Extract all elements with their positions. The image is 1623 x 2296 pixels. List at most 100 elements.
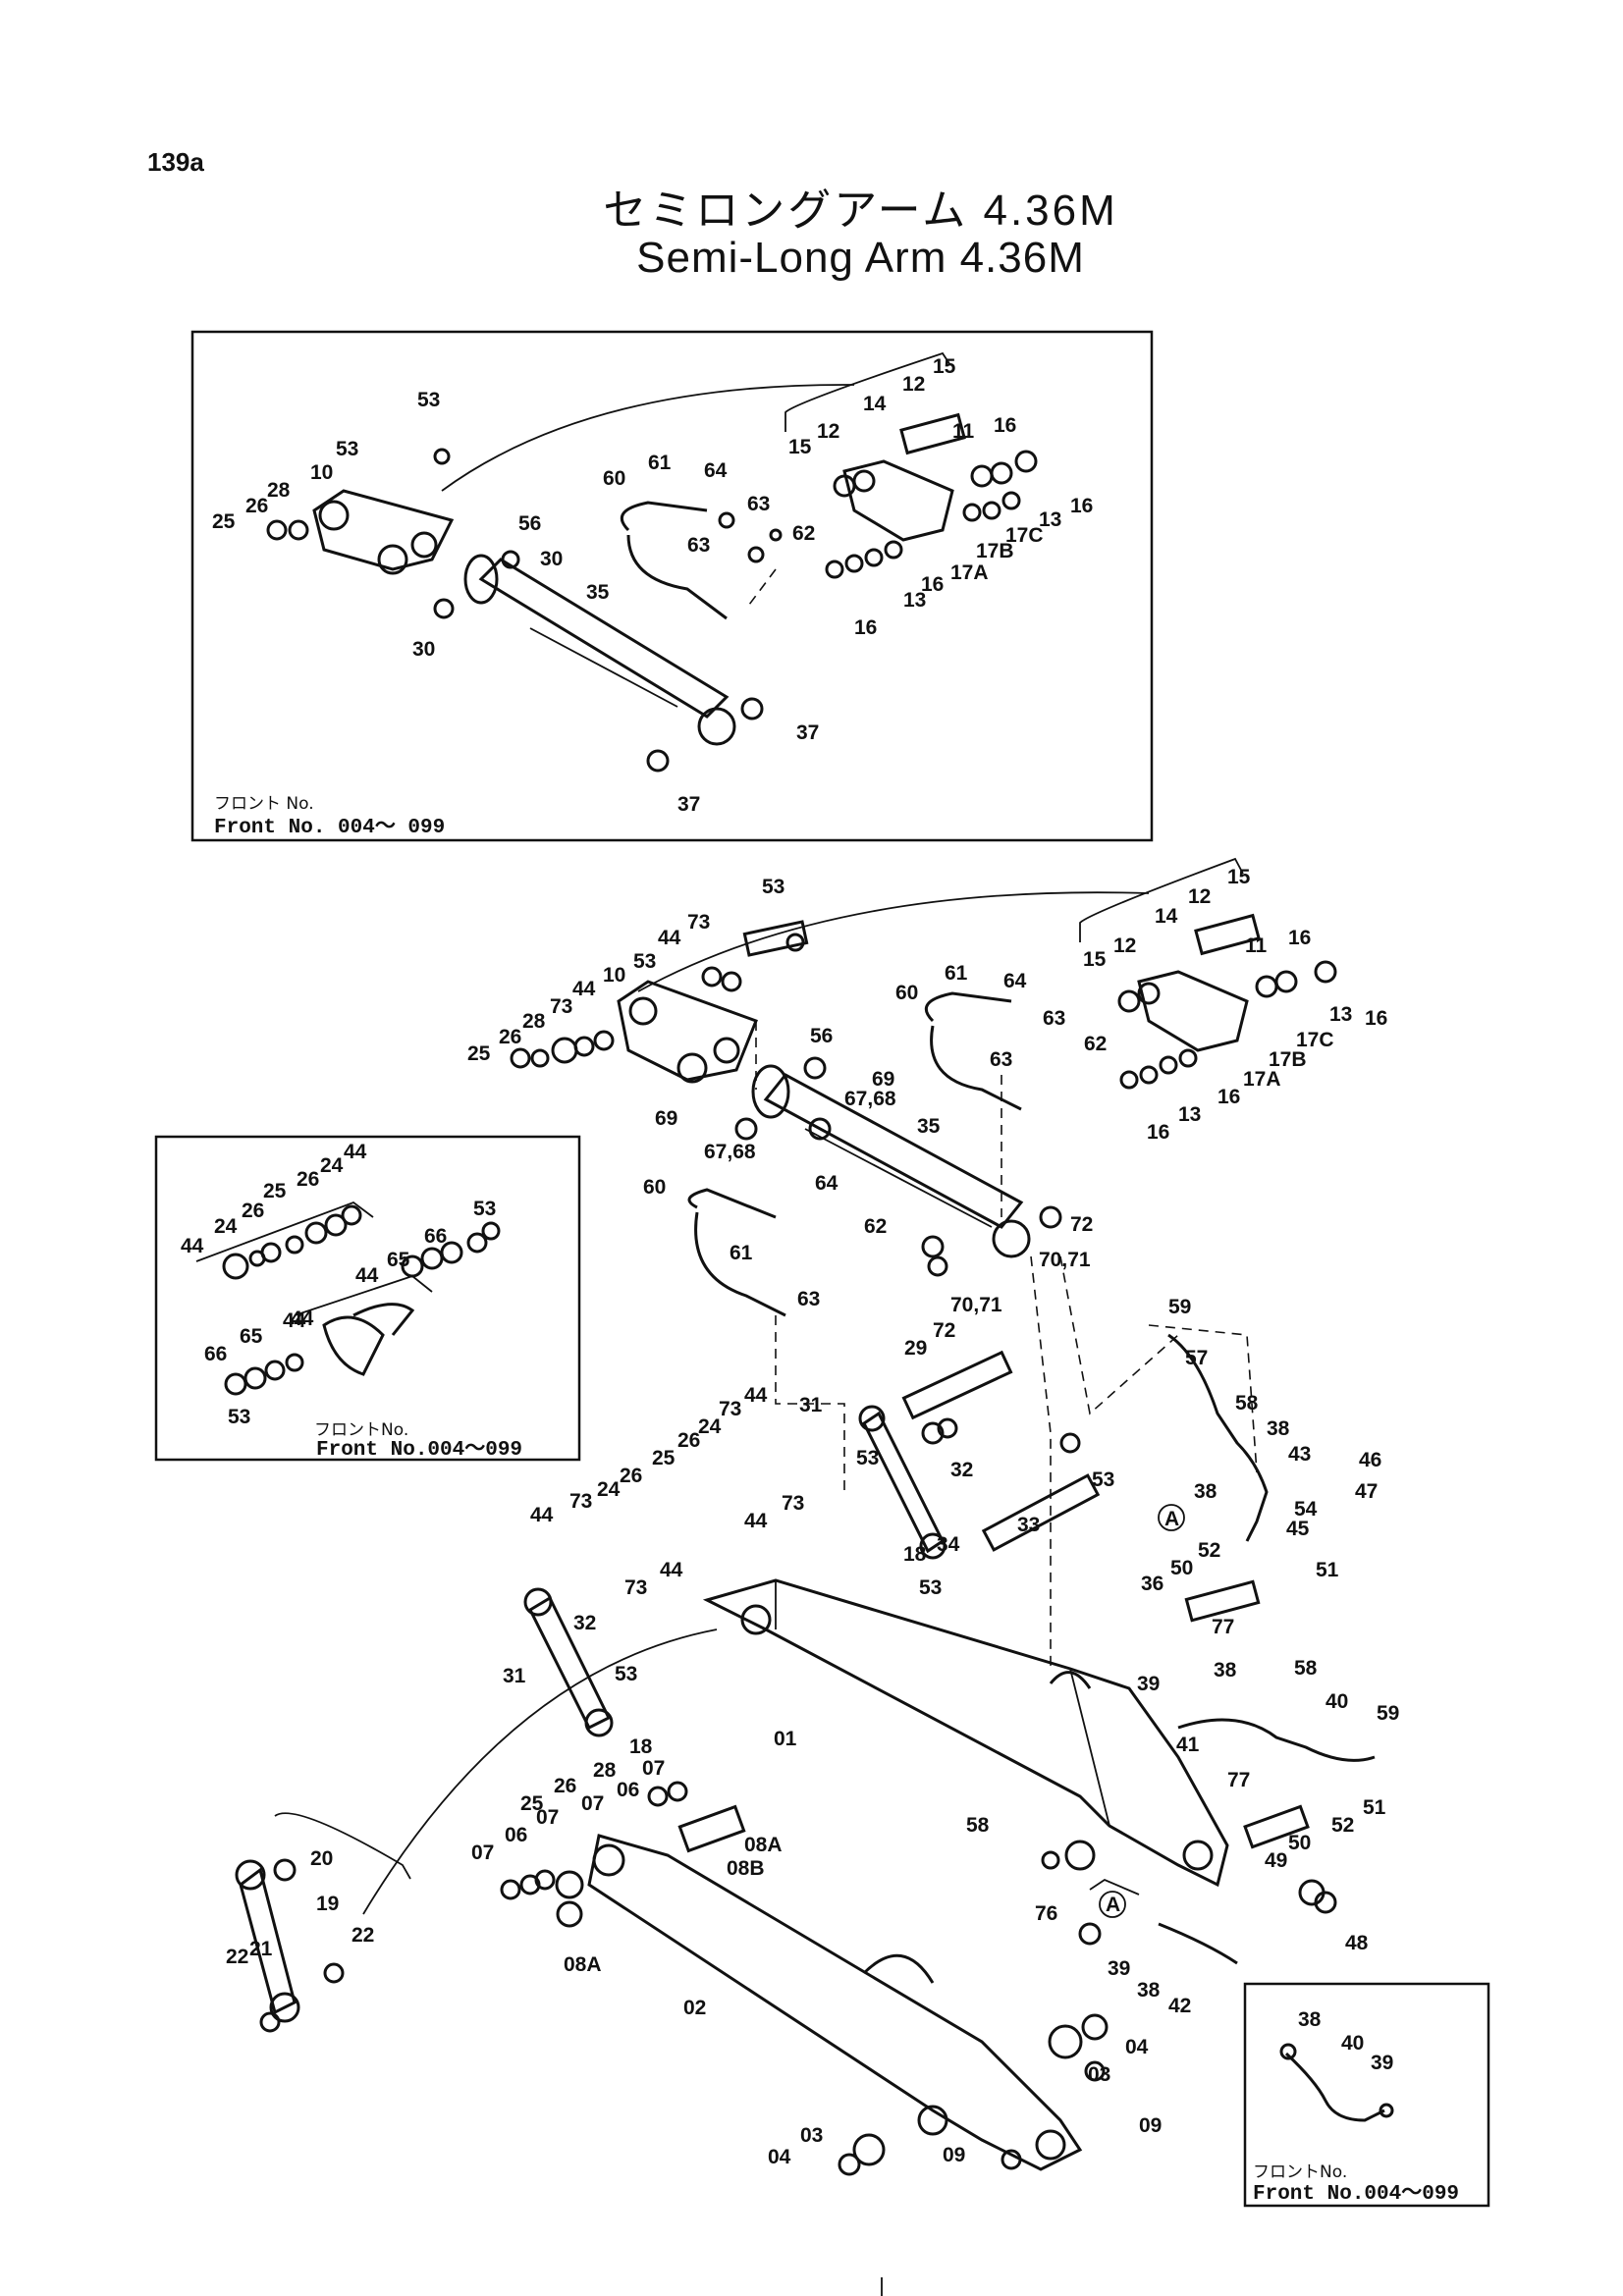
svg-text:06: 06 — [617, 1779, 639, 1801]
svg-text:28: 28 — [267, 479, 291, 502]
svg-text:17A: 17A — [950, 561, 989, 584]
svg-text:49: 49 — [1265, 1849, 1287, 1872]
svg-text:69: 69 — [655, 1107, 677, 1130]
svg-text:60: 60 — [603, 467, 625, 490]
svg-text:18: 18 — [903, 1543, 927, 1566]
svg-text:45: 45 — [1286, 1518, 1310, 1540]
svg-text:09: 09 — [1139, 2114, 1162, 2137]
hose-57 — [1167, 1333, 1269, 1542]
title-english: Semi-Long Arm 4.36M — [636, 234, 1085, 282]
svg-text:56: 56 — [518, 512, 541, 535]
inset-top-note-ja: フロント No. — [214, 794, 314, 814]
svg-text:44: 44 — [660, 1559, 683, 1581]
bushing-08B — [677, 1804, 746, 1853]
svg-text:12: 12 — [1188, 885, 1211, 908]
svg-text:10: 10 — [310, 461, 333, 484]
svg-text:04: 04 — [768, 2146, 791, 2168]
svg-text:16: 16 — [921, 573, 944, 596]
svg-text:77: 77 — [1212, 1616, 1234, 1638]
svg-text:53: 53 — [228, 1406, 250, 1428]
svg-text:59: 59 — [1377, 1702, 1399, 1725]
svg-text:16: 16 — [1070, 495, 1093, 517]
svg-text:17B: 17B — [1269, 1048, 1307, 1071]
svg-text:35: 35 — [586, 581, 610, 604]
svg-text:65: 65 — [240, 1325, 263, 1348]
svg-text:26: 26 — [242, 1200, 264, 1222]
link-10 — [312, 489, 455, 571]
page-number: 139a — [147, 147, 204, 177]
main-cylinder-35 — [763, 1073, 1024, 1229]
svg-text:25: 25 — [212, 510, 236, 533]
svg-text:12: 12 — [902, 373, 925, 396]
pin-33 — [981, 1473, 1101, 1552]
inset-left-frame — [154, 1135, 581, 1462]
svg-text:44: 44 — [744, 1384, 768, 1407]
svg-text:50: 50 — [1170, 1557, 1193, 1579]
svg-text:73: 73 — [569, 1490, 592, 1513]
svg-text:44: 44 — [572, 978, 596, 1000]
svg-text:53: 53 — [762, 876, 784, 898]
title-japanese: セミロングアーム 4.36M — [603, 187, 1118, 235]
svg-text:64: 64 — [815, 1172, 839, 1195]
svg-text:73: 73 — [687, 911, 710, 934]
inset-br-note-en: Front No.004～099 — [1253, 2183, 1459, 2206]
svg-text:38: 38 — [1298, 2008, 1322, 2031]
svg-text:63: 63 — [990, 1048, 1012, 1071]
svg-text:32: 32 — [573, 1612, 596, 1634]
svg-text:39: 39 — [1108, 1957, 1130, 1980]
svg-text:26: 26 — [245, 495, 268, 517]
svg-text:38: 38 — [1267, 1417, 1290, 1440]
svg-text:63: 63 — [747, 493, 770, 515]
svg-text:09: 09 — [943, 2144, 965, 2166]
svg-text:52: 52 — [1198, 1539, 1220, 1562]
svg-text:10: 10 — [603, 964, 625, 987]
svg-text:14: 14 — [1155, 905, 1178, 928]
svg-text:60: 60 — [895, 982, 918, 1004]
marker-a-1-label: A — [1164, 1508, 1179, 1530]
svg-text:31: 31 — [799, 1394, 823, 1416]
arm-02 — [587, 1834, 1083, 2171]
svg-text:52: 52 — [1331, 1814, 1354, 1837]
svg-text:72: 72 — [933, 1319, 955, 1342]
svg-text:44: 44 — [530, 1504, 554, 1526]
svg-text:24: 24 — [320, 1154, 344, 1177]
svg-text:08A: 08A — [744, 1834, 783, 1856]
svg-text:11: 11 — [952, 420, 975, 443]
hose-60 — [620, 501, 728, 620]
svg-text:36: 36 — [1141, 1573, 1163, 1595]
svg-text:24: 24 — [698, 1415, 722, 1438]
svg-text:70,71: 70,71 — [1039, 1249, 1091, 1271]
inset-left-note-ja: フロントNo. — [314, 1420, 408, 1440]
svg-text:40: 40 — [1325, 1690, 1348, 1713]
svg-text:26: 26 — [297, 1168, 319, 1191]
svg-text:69: 69 — [872, 1068, 894, 1091]
svg-text:25: 25 — [652, 1447, 676, 1469]
svg-text:67,68: 67,68 — [704, 1141, 756, 1163]
svg-text:15: 15 — [788, 436, 812, 458]
svg-text:13: 13 — [1329, 1003, 1352, 1026]
svg-text:53: 53 — [856, 1447, 879, 1469]
svg-text:43: 43 — [1288, 1443, 1311, 1466]
svg-text:58: 58 — [966, 1814, 990, 1837]
inset-top: フロント No. Front No. 004～ 099 53 53 10 28 … — [190, 330, 1154, 842]
svg-text:17A: 17A — [1243, 1068, 1281, 1091]
arm-01 — [702, 1578, 1229, 1888]
svg-text:33: 33 — [1017, 1514, 1040, 1536]
svg-text:73: 73 — [782, 1492, 804, 1515]
svg-text:03: 03 — [800, 2124, 823, 2147]
svg-text:15: 15 — [1083, 948, 1107, 971]
svg-text:29: 29 — [904, 1337, 927, 1360]
svg-text:60: 60 — [643, 1176, 666, 1199]
svg-text:07: 07 — [471, 1842, 494, 1864]
svg-text:16: 16 — [1147, 1121, 1169, 1144]
svg-text:28: 28 — [522, 1010, 546, 1033]
svg-text:15: 15 — [1227, 866, 1251, 888]
svg-text:34: 34 — [937, 1533, 960, 1556]
svg-text:24: 24 — [214, 1215, 238, 1238]
inset-left-note-en: Front No.004～099 — [316, 1439, 522, 1462]
inset-br-frame — [1243, 1982, 1490, 2208]
inset-top-note-en: Front No. 004～ 099 — [214, 817, 445, 839]
link-18 — [862, 1411, 945, 1554]
pin-29 — [901, 1350, 1013, 1420]
svg-text:53: 53 — [417, 389, 440, 411]
